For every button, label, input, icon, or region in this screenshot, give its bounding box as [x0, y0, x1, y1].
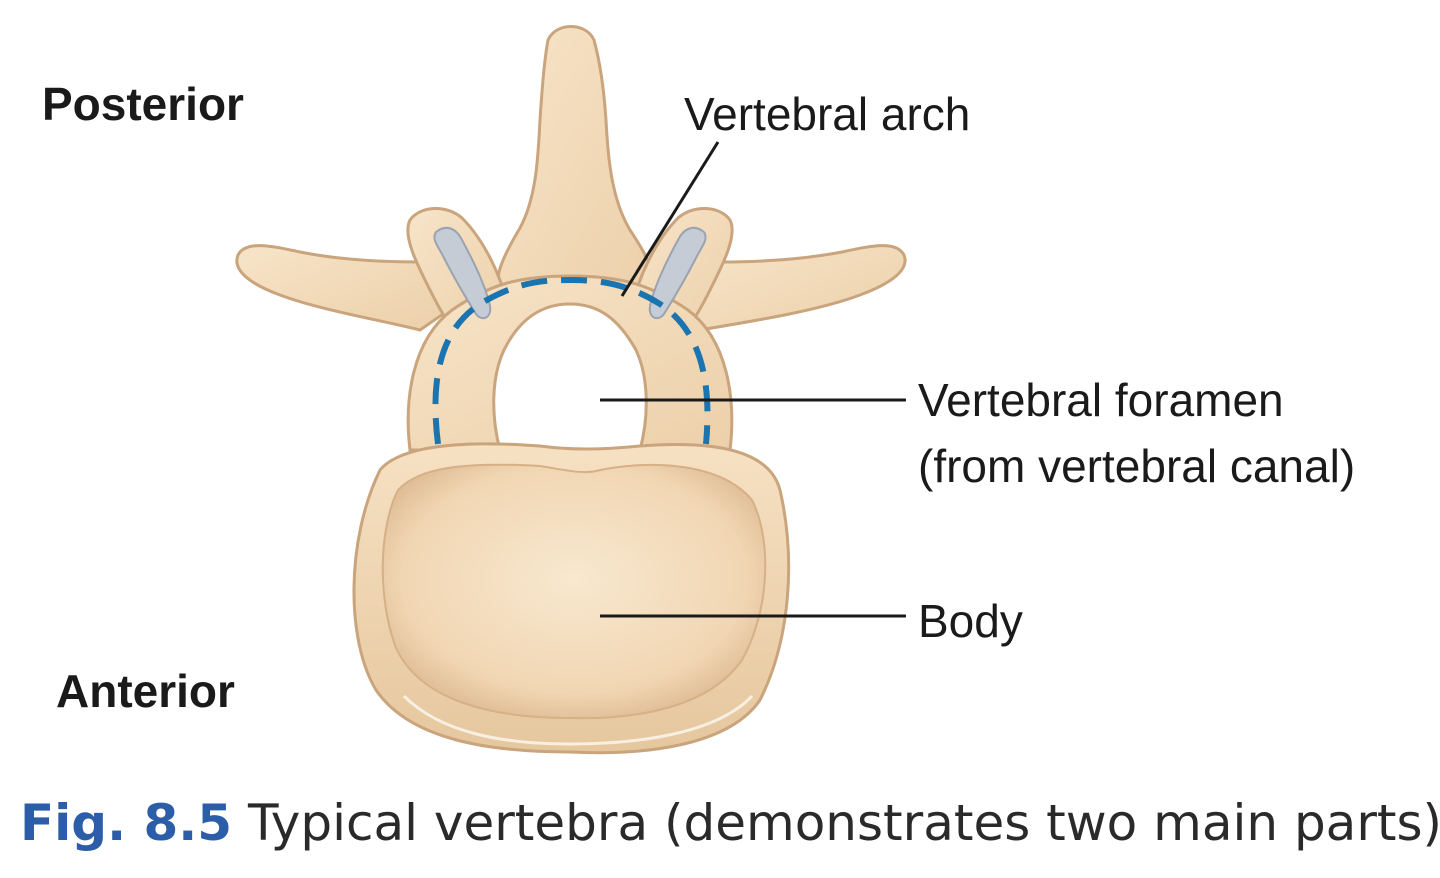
- posterior-label: Posterior: [42, 78, 244, 130]
- anterior-label: Anterior: [56, 665, 235, 717]
- vertebral-arch-label: Vertebral arch: [684, 88, 970, 140]
- vertebral-arch-dashed-outline: [432, 276, 711, 445]
- vertebral-foramen-label: Vertebral foramen: [918, 374, 1284, 426]
- left-facet-cartilage: [433, 226, 492, 320]
- spinous-process: [495, 25, 656, 302]
- vertebral-arch-bone: [235, 25, 907, 452]
- leader-vertebral-arch: [620, 141, 720, 297]
- vertebral-foramen-sublabel: (from vertebral canal): [918, 440, 1355, 492]
- right-facet-cartilage: [648, 226, 707, 320]
- figure-caption: Typical vertebra (demonstrates two main …: [247, 794, 1440, 852]
- vertebral-body-bone: [352, 442, 791, 755]
- body-inner-highlight: [402, 694, 754, 746]
- body-endplate: [381, 463, 767, 720]
- figure-number: Fig. 8.5: [20, 794, 232, 852]
- body-label: Body: [918, 595, 1023, 647]
